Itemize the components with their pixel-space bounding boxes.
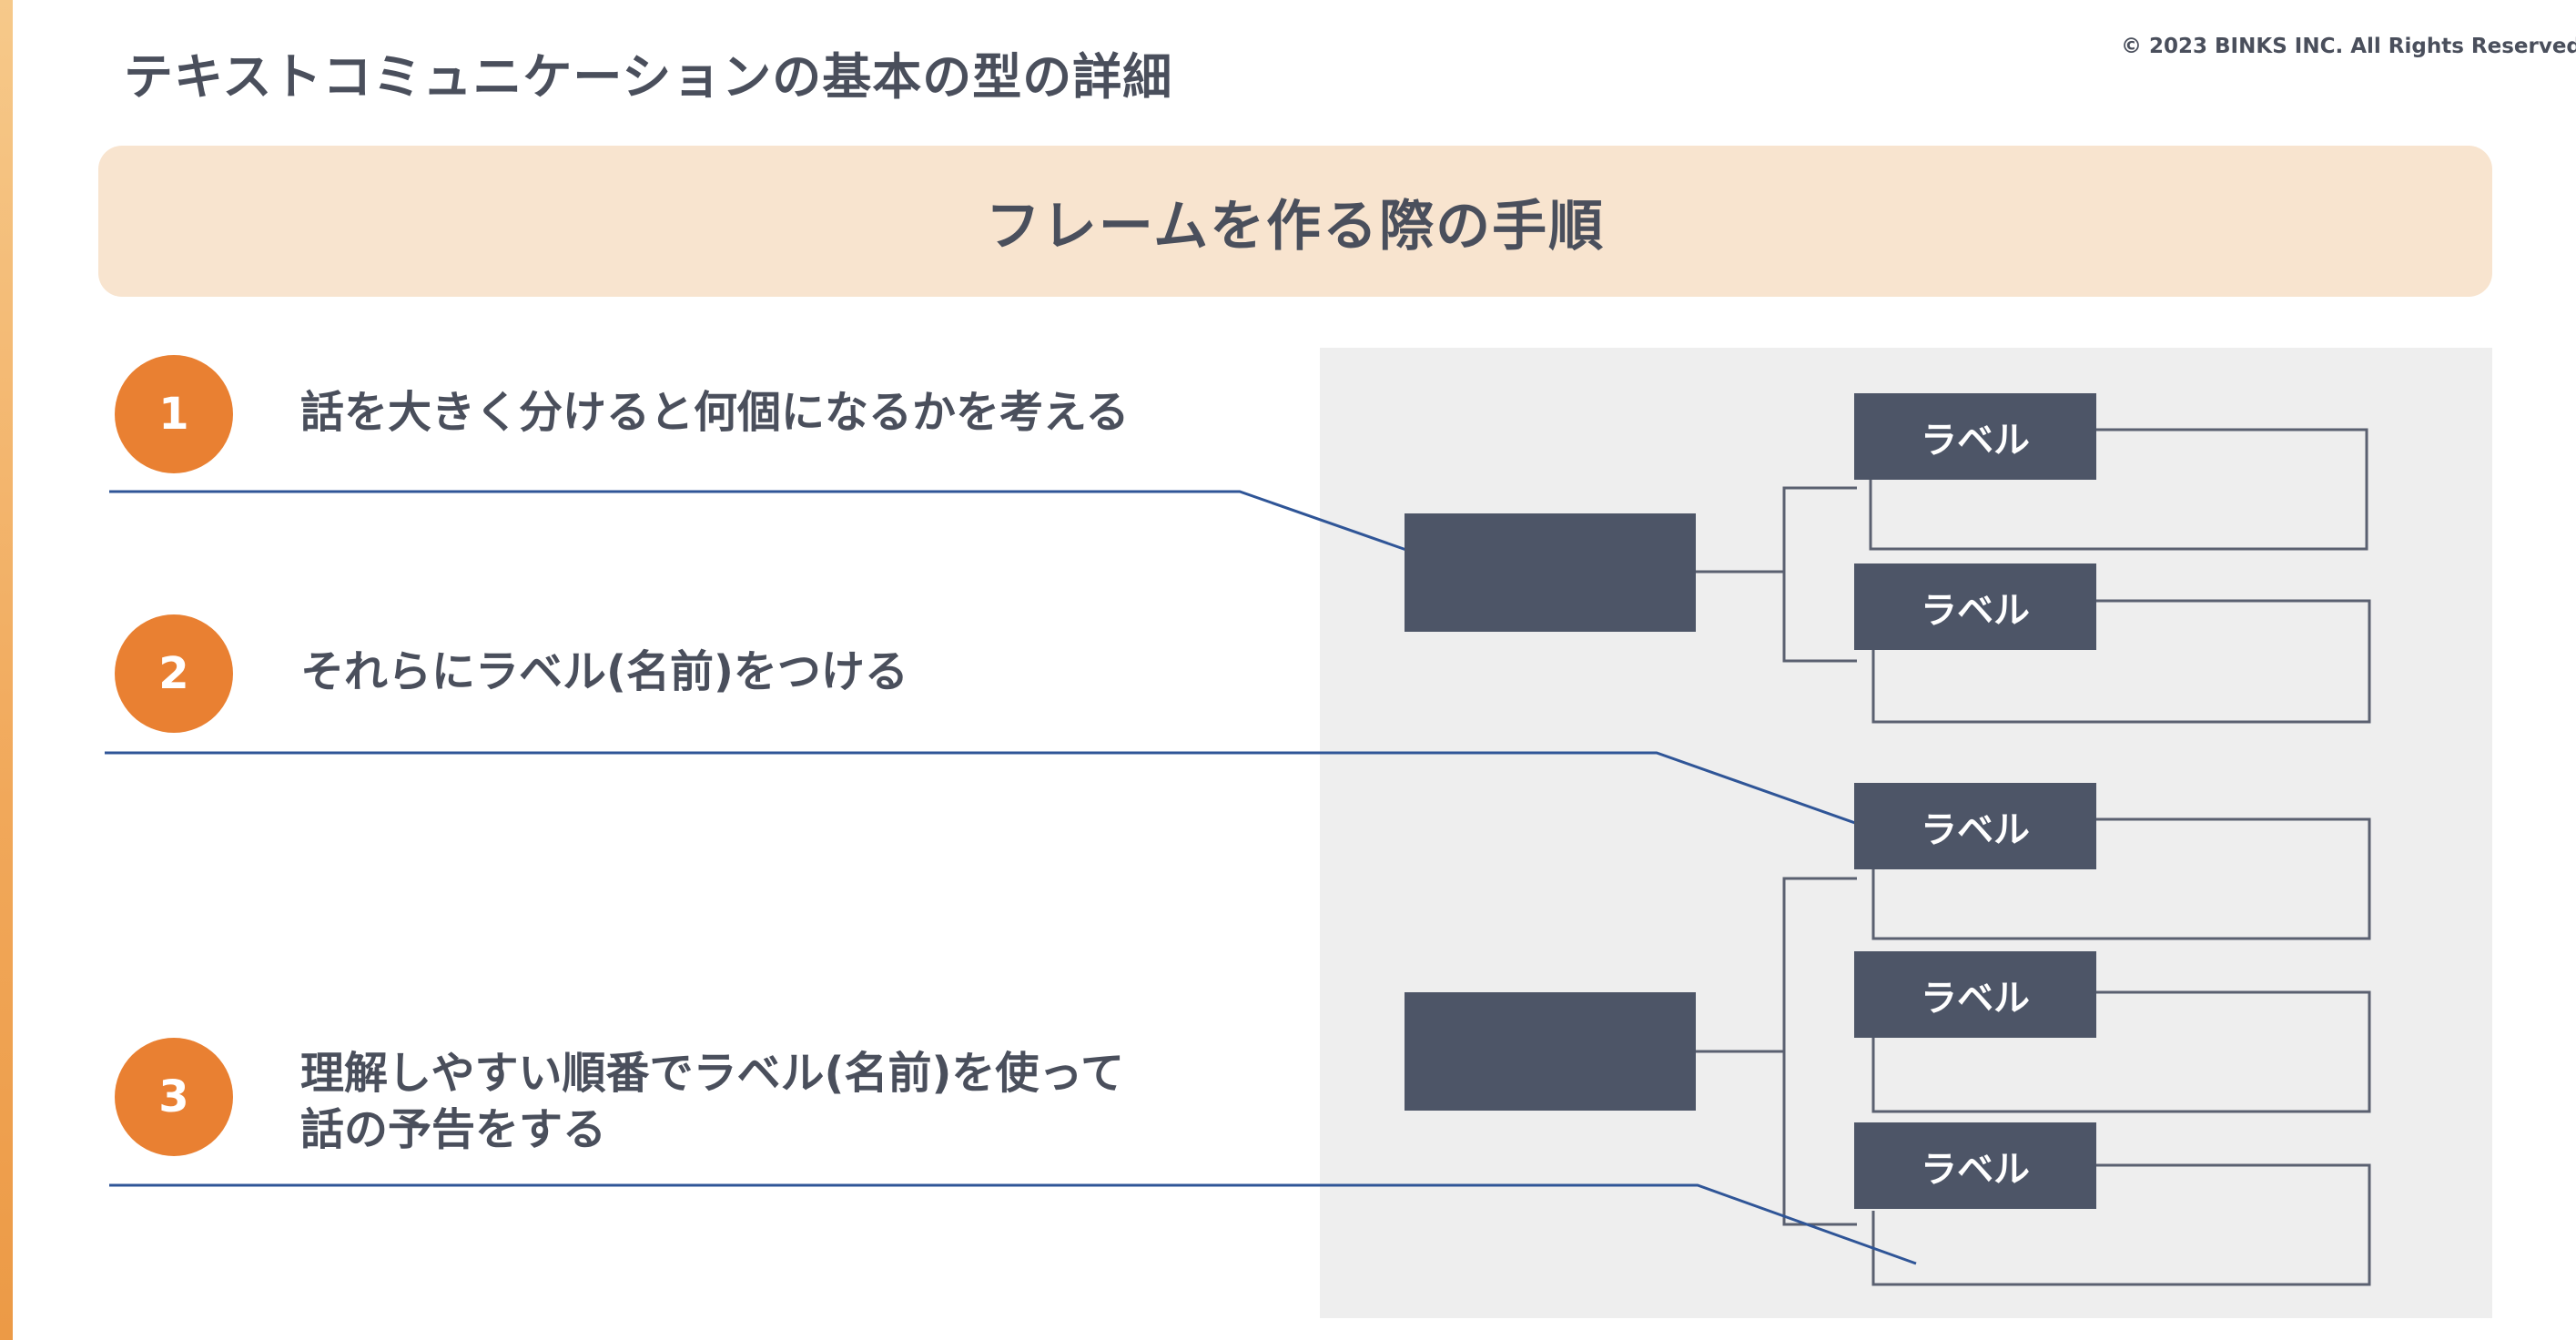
tree-bracket-upper bbox=[1782, 486, 1857, 663]
label-bracket-1 bbox=[1869, 428, 2368, 551]
label-box-2: ラベル bbox=[1854, 563, 2096, 650]
left-accent-bar bbox=[0, 0, 13, 1340]
label-box-3: ラベル bbox=[1854, 783, 2096, 869]
step-text-3: 理解しやすい順番でラベル(名前)を使って 話の予告をする bbox=[300, 1045, 1124, 1158]
frame-box-lower bbox=[1405, 992, 1696, 1111]
copyright-notice: © 2023 BINKS INC. All Rights Reserved. bbox=[2121, 35, 2576, 58]
tree-bracket-lower bbox=[1782, 877, 1857, 1226]
step-text-3-line-2: 話の予告をする bbox=[300, 1104, 607, 1155]
step-text-2: それらにラベル(名前)をつける bbox=[300, 646, 908, 697]
step-text-1: 話を大きく分けると何個になるかを考える bbox=[300, 387, 1130, 438]
label-bracket-5 bbox=[1871, 1163, 2371, 1286]
label-bracket-2 bbox=[1871, 599, 2371, 724]
label-bracket-4 bbox=[1871, 990, 2371, 1113]
pointer-line-step-2 bbox=[105, 751, 1871, 830]
label-box-4: ラベル bbox=[1854, 951, 2096, 1038]
step-text-3-line-1: 理解しやすい順番でラベル(名前)を使って bbox=[300, 1048, 1124, 1099]
label-box-5: ラベル bbox=[1854, 1122, 2096, 1209]
page-title: テキストコミュニケーションの基本の型の詳細 bbox=[124, 48, 1173, 106]
label-bracket-3 bbox=[1871, 817, 2371, 940]
step-number-2: 2 bbox=[115, 614, 233, 733]
pointer-line-step-3 bbox=[109, 1183, 1917, 1265]
label-box-1: ラベル bbox=[1854, 393, 2096, 480]
section-banner: フレームを作る際の手順 bbox=[98, 146, 2492, 297]
frame-box-upper bbox=[1405, 513, 1696, 632]
banner-title: フレームを作る際の手順 bbox=[985, 194, 1606, 259]
step-number-3: 3 bbox=[115, 1038, 233, 1156]
pointer-line-step-1 bbox=[109, 490, 1462, 571]
step-number-1: 1 bbox=[115, 355, 233, 473]
